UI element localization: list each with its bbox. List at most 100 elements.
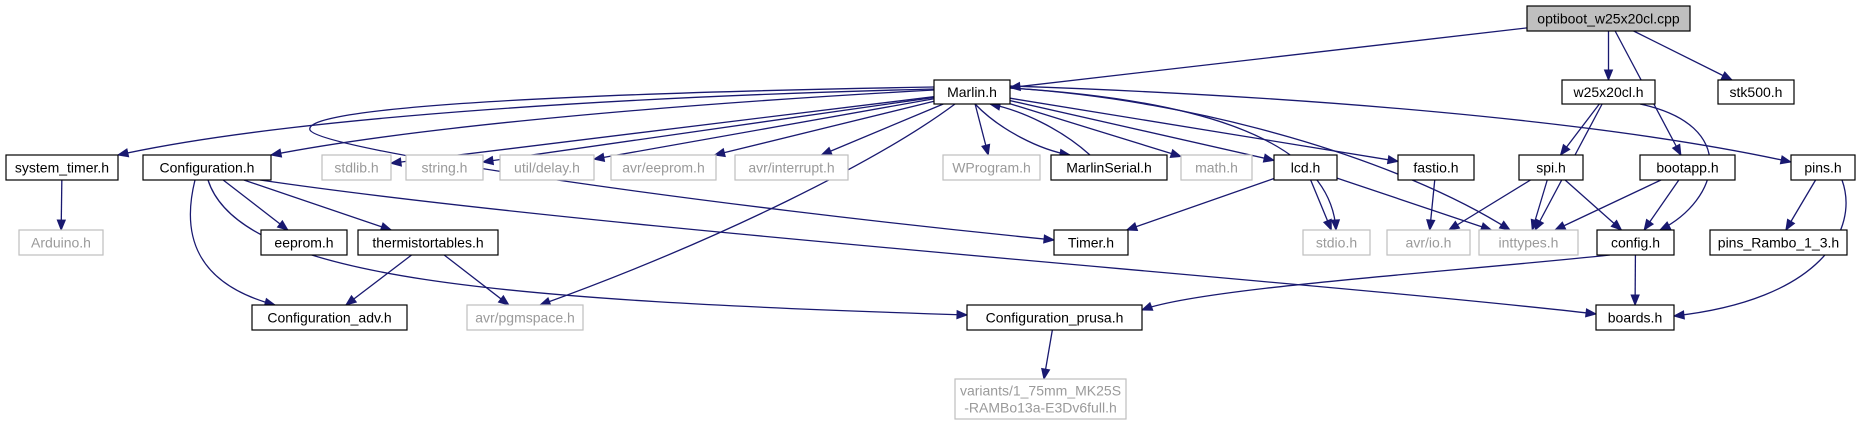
- node-avr-io[interactable]: avr/io.h: [1386, 229, 1471, 256]
- edge-configuration-to-configuration_prusa-arrowhead: [956, 309, 969, 320]
- edge-marlin-to-avr_eeprom: [714, 100, 935, 156]
- node-avr-pgmspace[interactable]: avr/pgmspace.h: [466, 304, 584, 331]
- node-label: pins_Rambo_1_3.h: [1718, 235, 1839, 251]
- node-box: [1639, 154, 1736, 181]
- edge-marlin-to-pins: [1009, 85, 1792, 163]
- node-label: fastio.h: [1413, 160, 1458, 176]
- node-label: Timer.h: [1068, 235, 1114, 251]
- edge-spi-to-inttypes-arrowhead: [1530, 218, 1540, 232]
- node-marlin[interactable]: Marlin.h: [933, 79, 1011, 105]
- edge-lcd-to-timer: [1126, 177, 1275, 231]
- edge-pins-to-boards: [1673, 179, 1847, 317]
- edge-lcd-to-stdio-arrowhead: [1322, 218, 1332, 232]
- node-stk500[interactable]: stk500.h: [1717, 79, 1795, 105]
- node-eeprom[interactable]: eeprom.h: [260, 229, 348, 256]
- node-box: [1561, 79, 1656, 105]
- node-box: [1526, 5, 1691, 32]
- edge-config-to-configuration_prusa-arrowhead: [1140, 301, 1154, 311]
- node-label: system_timer.h: [15, 160, 109, 176]
- node-label: bootapp.h: [1656, 160, 1718, 176]
- edge-configuration-to-configuration_adv: [189, 179, 276, 306]
- node-box: [1709, 229, 1848, 256]
- node-arduino[interactable]: Arduino.h: [18, 229, 104, 256]
- node-marlinserial[interactable]: MarlinSerial.h: [1050, 154, 1168, 181]
- edge-bootapp-to-inttypes: [1554, 179, 1662, 231]
- node-thermistortables[interactable]: thermistortables.h: [357, 229, 499, 256]
- node-label: stdlib.h: [334, 160, 378, 176]
- edge-marlin-to-system_timer-arrowhead: [116, 148, 130, 158]
- edge-thermistortables-to-avr_pgmspace-arrowhead: [497, 294, 510, 306]
- node-label: pins.h: [1804, 160, 1841, 176]
- node-pins[interactable]: pins.h: [1790, 154, 1856, 181]
- node-label: string.h: [422, 160, 468, 176]
- node-boards[interactable]: boards.h: [1595, 304, 1675, 331]
- node-box: [734, 154, 849, 181]
- node-system-timer[interactable]: system_timer.h: [5, 154, 119, 181]
- edge-optiboot-to-stk500-arrowhead: [1720, 71, 1734, 81]
- node-avr-interrupt[interactable]: avr/interrupt.h: [734, 154, 849, 181]
- edges-layer: [56, 27, 1847, 381]
- edge-thermistortables-to-avr_pgmspace: [443, 254, 510, 306]
- node-wprogram[interactable]: WProgram.h: [942, 154, 1041, 181]
- node-config[interactable]: config.h: [1596, 229, 1675, 256]
- node-variants[interactable]: variants/1_75mm_MK25S-RAMBo13a-E3Dv6full…: [954, 378, 1127, 420]
- edge-config-to-boards-arrowhead: [1630, 294, 1640, 307]
- node-label: stdio.h: [1316, 235, 1357, 251]
- node-label: avr/eeprom.h: [622, 160, 704, 176]
- edge-w25x20cl-to-spi-arrowhead: [1559, 143, 1571, 157]
- node-math[interactable]: math.h: [1180, 154, 1253, 181]
- node-pins-rambo[interactable]: pins_Rambo_1_3.h: [1709, 229, 1848, 256]
- node-box: [405, 154, 484, 181]
- node-box: [954, 378, 1127, 420]
- edge-spi-to-avr_io: [1448, 179, 1531, 231]
- edge-marlin-to-avr_eeprom-arrowhead: [713, 147, 726, 158]
- node-string[interactable]: string.h: [405, 154, 484, 181]
- node-fastio[interactable]: fastio.h: [1397, 154, 1475, 181]
- node-configuration-adv[interactable]: Configuration_adv.h: [251, 304, 408, 331]
- node-box: [18, 229, 104, 256]
- node-box: [1595, 304, 1675, 331]
- node-box: [1478, 229, 1579, 256]
- node-inttypes[interactable]: inttypes.h: [1478, 229, 1579, 256]
- node-configuration[interactable]: Configuration.h: [142, 154, 272, 181]
- node-label: math.h: [1195, 160, 1238, 176]
- node-stdio[interactable]: stdio.h: [1302, 229, 1371, 256]
- node-configuration-prusa[interactable]: Configuration_prusa.h: [966, 304, 1143, 331]
- edge-marlin-to-stdlib-arrowhead: [389, 157, 402, 167]
- node-lcd[interactable]: lcd.h: [1273, 154, 1338, 181]
- edge-configuration-to-thermistortables: [243, 179, 392, 231]
- node-box: [1180, 154, 1253, 181]
- node-util-delay[interactable]: util/delay.h: [499, 154, 595, 181]
- edge-fastio-to-avr_io-arrowhead: [1426, 219, 1436, 232]
- node-box: [1273, 154, 1338, 181]
- edge-spi-to-avr_io-arrowhead: [1447, 220, 1461, 231]
- edge-marlin-to-lcd: [1009, 99, 1275, 162]
- node-box: [499, 154, 595, 181]
- node-label: w25x20cl.h: [1572, 84, 1643, 100]
- node-optiboot[interactable]: optiboot_w25x20cl.cpp: [1526, 5, 1691, 32]
- node-box: [942, 154, 1041, 181]
- node-w25x20cl[interactable]: w25x20cl.h: [1561, 79, 1656, 105]
- edge-lcd-to-inttypes: [1336, 177, 1492, 231]
- edge-configuration-to-boards: [259, 179, 1597, 315]
- node-stdlib[interactable]: stdlib.h: [321, 154, 392, 181]
- edge-marlin-to-string: [482, 96, 935, 163]
- node-label: Arduino.h: [31, 235, 91, 251]
- node-spi[interactable]: spi.h: [1518, 154, 1584, 181]
- edge-pins-to-pins_rambo-arrowhead: [1785, 218, 1796, 232]
- edge-thermistortables-to-configuration_adv: [345, 254, 412, 306]
- edge-marlin-to-configuration: [270, 89, 935, 156]
- node-avr-eeprom[interactable]: avr/eeprom.h: [610, 154, 717, 181]
- edge-marlin-to-stdio-arrowhead: [1330, 219, 1341, 232]
- edge-marlinserial-to-marlin: [989, 103, 1091, 156]
- node-box: [1790, 154, 1856, 181]
- edge-marlin-to-fastio: [1009, 97, 1399, 162]
- edge-configuration-to-configuration_prusa: [207, 179, 968, 316]
- edge-marlin-to-avr_pgmspace-arrowhead: [538, 296, 552, 306]
- node-label: Configuration_prusa.h: [986, 310, 1124, 326]
- node-bootapp[interactable]: bootapp.h: [1639, 154, 1736, 181]
- edge-w25x20cl-to-config-arrowhead: [1658, 221, 1672, 231]
- node-box: [1397, 154, 1475, 181]
- edge-marlin-to-system_timer: [117, 88, 935, 156]
- node-timer[interactable]: Timer.h: [1053, 229, 1129, 256]
